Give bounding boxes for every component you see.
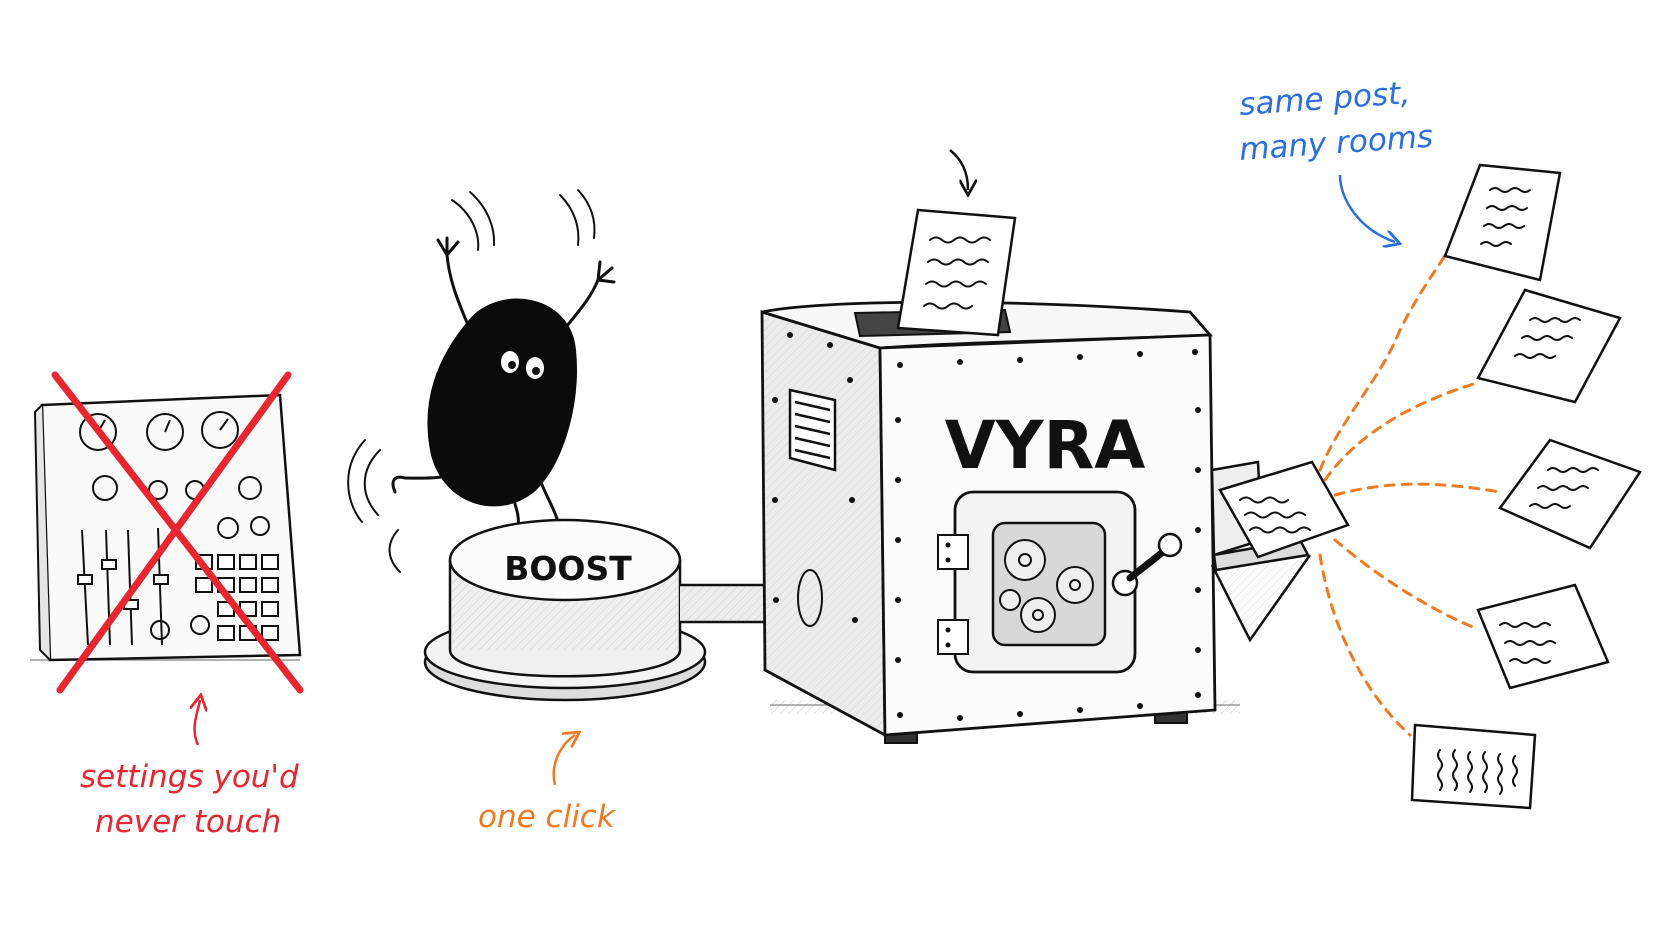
- door-handle-icon: [1111, 532, 1183, 597]
- gear-icon: [999, 539, 1094, 633]
- input-arrow-icon: [949, 149, 968, 190]
- boost-button-label: BOOST: [504, 549, 632, 588]
- settings-annotation-line1: settings you'd: [80, 759, 299, 795]
- distributed-document-icon: [1476, 583, 1610, 690]
- distribution-paths: [1318, 253, 1502, 737]
- distributed-document-icon: [1410, 723, 1537, 810]
- vyra-machine: VYRA: [760, 149, 1350, 744]
- one-click-annotation: one click: [478, 799, 616, 835]
- output-document-icon: [1218, 460, 1350, 559]
- distributed-document-icon: [1476, 288, 1622, 404]
- same-post-annotation-line2: many rooms: [1238, 119, 1434, 168]
- one-click-arrow-icon: [552, 735, 575, 786]
- blob-character: [347, 189, 616, 573]
- distributed-document-icon: [1443, 163, 1562, 282]
- distributed-document-icon: [1498, 438, 1642, 550]
- rivet-icon: [772, 332, 1201, 721]
- same-post-annotation-line1: same post,: [1238, 75, 1411, 123]
- settings-annotation-line2: never touch: [95, 804, 281, 840]
- machine-brand-label: VYRA: [945, 407, 1146, 484]
- gauge-icon: [79, 411, 239, 451]
- control-panel: [30, 371, 304, 694]
- vent-icon: [788, 388, 837, 472]
- same-post-arrow-icon: [1338, 174, 1395, 242]
- boost-button[interactable]: BOOST: [423, 518, 707, 702]
- input-document-icon: [896, 208, 1017, 337]
- cross-out-icon: [51, 371, 304, 694]
- settings-arrow-icon: [195, 700, 200, 746]
- window-door: [937, 490, 1183, 674]
